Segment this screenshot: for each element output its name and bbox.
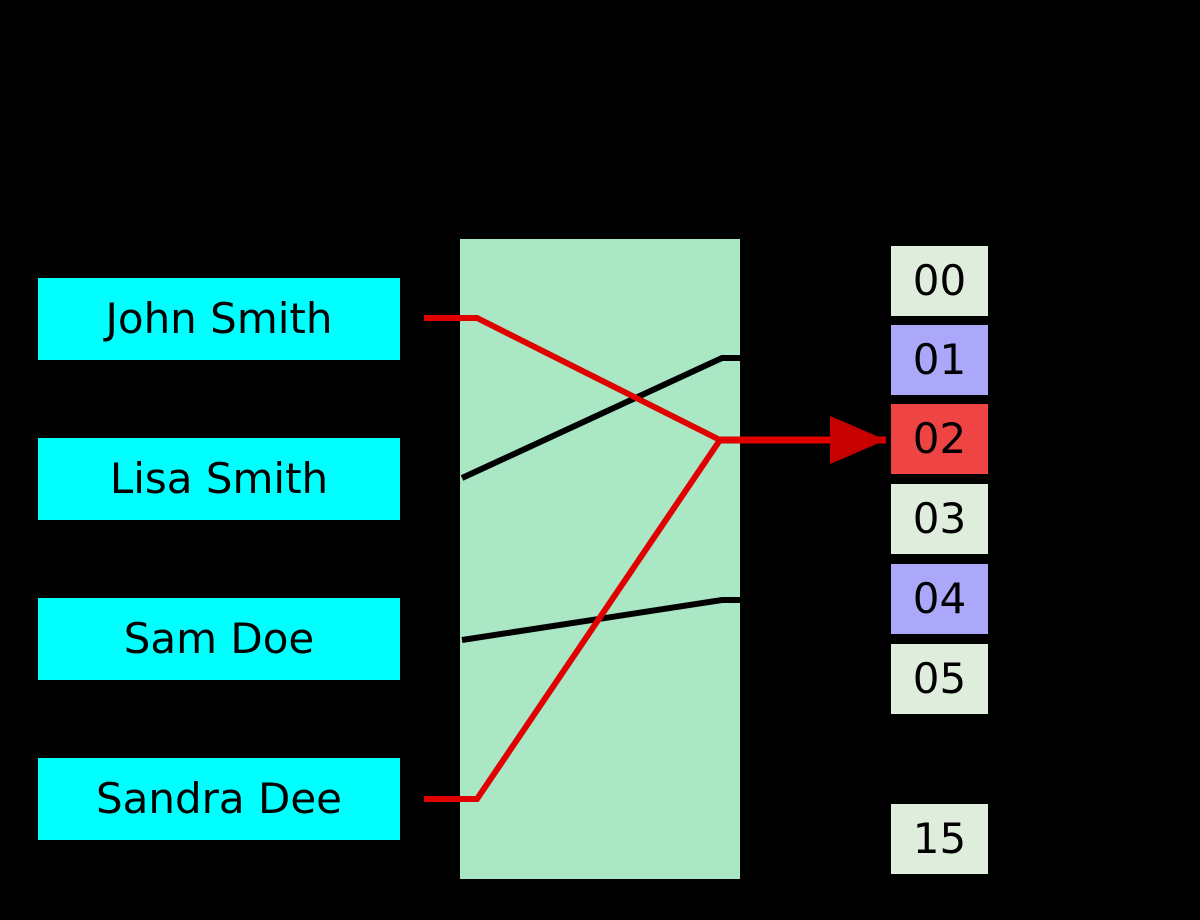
hash-slot-index-label: 03 (912, 494, 967, 543)
hash-slot-index-label: 01 (912, 335, 967, 384)
key-box[interactable]: Lisa Smith (38, 438, 400, 520)
connector-line-sandra-dee (424, 438, 723, 802)
key-label: Lisa Smith (109, 454, 329, 503)
hash-slot-index-label: 00 (912, 256, 967, 305)
hash-slot-index-label: 15 (912, 814, 967, 863)
hash-slot-cell[interactable]: 01 (891, 325, 988, 395)
hash-slot-index-label: 02 (912, 414, 967, 463)
hash-slot-cell[interactable]: 00 (891, 246, 988, 316)
key-box[interactable]: Sandra Dee (38, 758, 400, 840)
hash-slot-index-label: 05 (912, 654, 967, 703)
hash-slot-cell[interactable]: 02 (891, 404, 988, 474)
key-label: Sandra Dee (95, 774, 343, 823)
hash-function-region (460, 239, 740, 879)
hash-slot-index-label: 04 (912, 574, 967, 623)
key-label: John Smith (105, 294, 333, 343)
key-box[interactable]: John Smith (38, 278, 400, 360)
connector-line-lisa-smith (460, 355, 740, 481)
hash-slot-cell[interactable]: 15 (891, 804, 988, 874)
connector-line-john-smith (424, 315, 722, 443)
hash-slot-cell[interactable]: 04 (891, 564, 988, 634)
hash-slot-cell[interactable]: 05 (891, 644, 988, 714)
connector-line-sam-doe (461, 597, 740, 643)
key-label: Sam Doe (123, 614, 315, 663)
collision-arrow-head (830, 416, 886, 464)
hash-slot-cell[interactable]: 03 (891, 484, 988, 554)
key-box[interactable]: Sam Doe (38, 598, 400, 680)
